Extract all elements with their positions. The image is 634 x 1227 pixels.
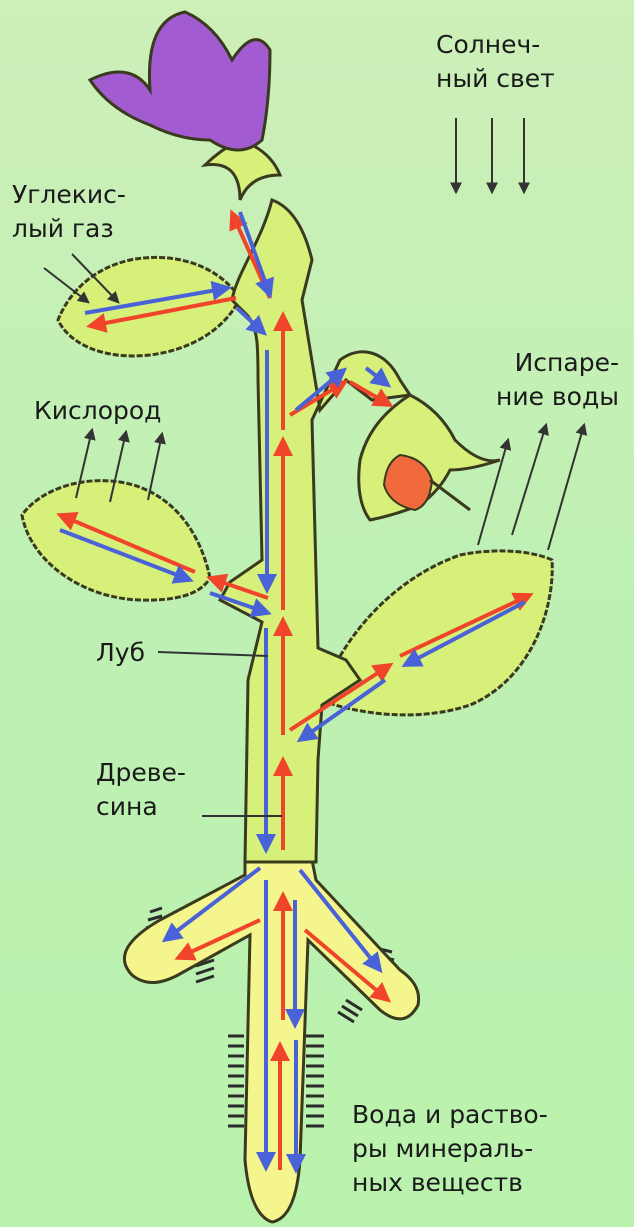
flower-petals [90, 12, 270, 150]
phloem-pointer [158, 652, 268, 656]
sunlight-arrows [456, 118, 524, 192]
co2-label: Углекис- лый газ [12, 178, 126, 246]
xylem-label: Древе- сина [96, 756, 186, 824]
leaf-upper-left [58, 257, 240, 356]
flower-bud [359, 395, 500, 520]
water-minerals-label: Вода и раство- ры минераль- ных веществ [352, 1098, 548, 1200]
stem [220, 200, 410, 862]
phloem-label: Луб [96, 636, 145, 670]
leaf-lower-right [320, 551, 552, 715]
evaporation-label: Испаре- ние воды [496, 346, 619, 414]
evaporation-arrows [478, 425, 584, 550]
sunlight-label: Солнеч- ный свет [436, 28, 555, 96]
flower [90, 12, 280, 200]
oxygen-label: Кислород [34, 394, 161, 428]
